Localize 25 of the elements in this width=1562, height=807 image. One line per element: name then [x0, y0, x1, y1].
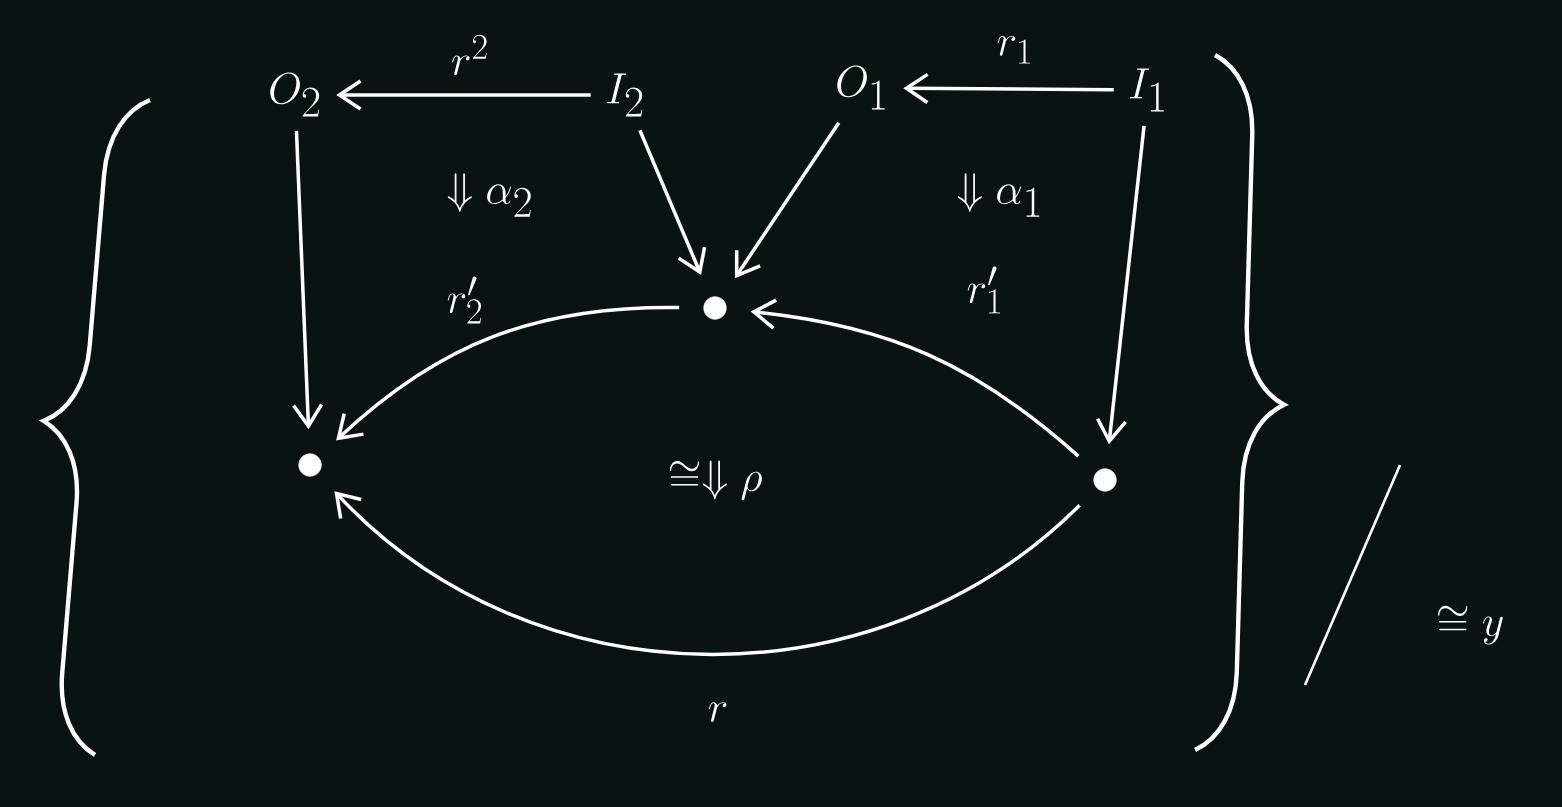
arrow [292, 130, 324, 430]
dot [298, 453, 322, 477]
arrow [638, 129, 707, 275]
arrow [903, 72, 1114, 104]
arrow [750, 298, 1080, 458]
math-object: $O_2$ [270, 72, 320, 117]
edge-label: $r^2$ [452, 34, 487, 76]
dot [703, 296, 727, 320]
math-object: $I_1$ [1129, 68, 1164, 112]
arrow [336, 79, 591, 111]
arrow [1096, 125, 1146, 445]
arrow [336, 305, 680, 441]
dot [1093, 468, 1117, 492]
arrow [334, 491, 1081, 656]
math-label: $\Downarrow \alpha_1$ [957, 173, 1040, 217]
edge-label: $r_2'$ [447, 276, 482, 324]
math-label: $\cong \Downarrow \rho$ [669, 460, 762, 501]
math-label: $\Downarrow \alpha_2$ [447, 173, 531, 217]
edge-label: $r$ [708, 702, 727, 722]
math-object: $O_1$ [837, 65, 885, 110]
edge-label: $r_1'$ [967, 266, 1000, 314]
math-object: $I_2$ [606, 73, 643, 117]
arrow [734, 121, 841, 279]
math-label: $\cong y$ [1438, 605, 1503, 645]
edge-label: $r_1$ [997, 35, 1030, 64]
